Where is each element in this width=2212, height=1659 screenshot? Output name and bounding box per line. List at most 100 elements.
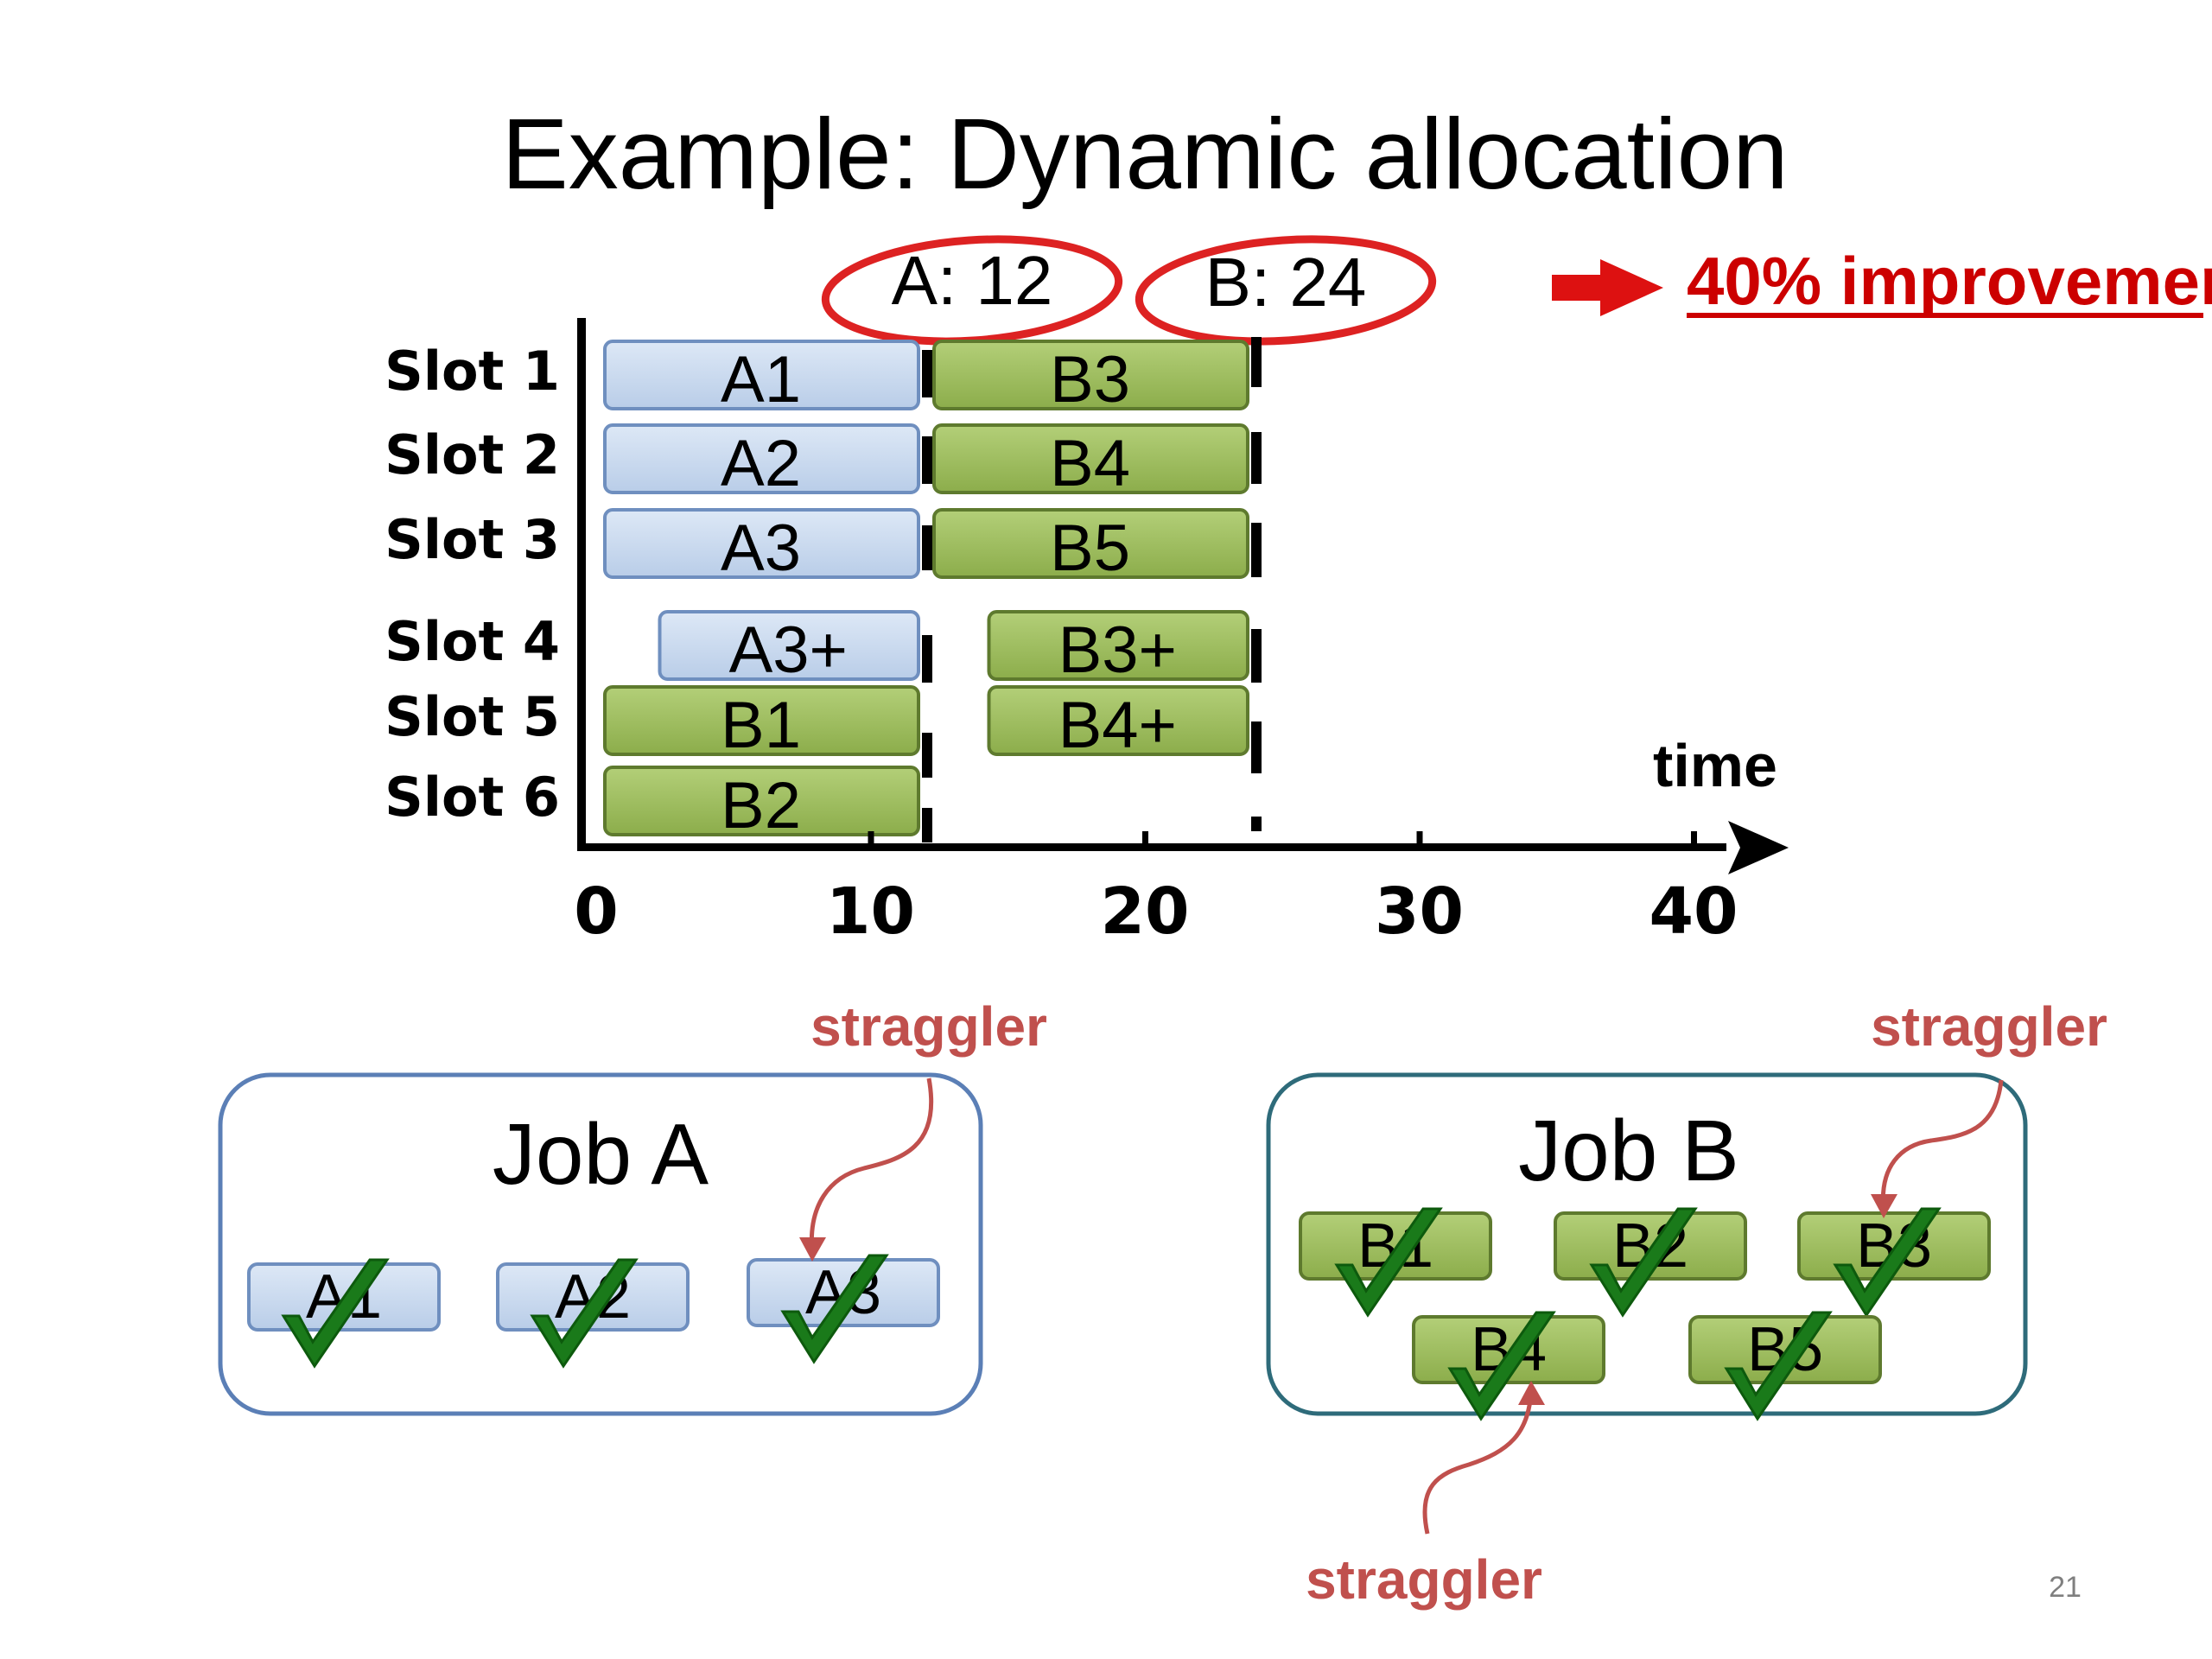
- task-bar-rect: [987, 610, 1249, 681]
- task-bar-rect: [603, 423, 920, 494]
- checkmark-icon: [530, 1258, 639, 1369]
- completion-marker-24-segment: [1251, 817, 1262, 831]
- task-bar-label: B4+: [1058, 689, 1177, 762]
- task-bar-rect: [603, 508, 920, 579]
- completion-marker-12-segment: [922, 733, 932, 778]
- task-bar-label: A2: [721, 427, 801, 500]
- task-bar-rect: [932, 340, 1249, 410]
- slot-label-1: Slot 1: [385, 340, 560, 403]
- job-a-task-a1: A1: [247, 1258, 441, 1369]
- task-bar-b3-plus: B3+: [987, 610, 1249, 687]
- completion-marker-12-segment: [922, 808, 932, 842]
- improvement-label: 40% improvement: [1687, 243, 2212, 319]
- job-b-task-b5: B5: [1688, 1311, 1882, 1421]
- task-bar-label: A1: [721, 343, 801, 416]
- x-tick-label-0: 0: [574, 874, 619, 949]
- highlight-ellipse-b: [1135, 235, 1437, 346]
- straggler-arrow-a: [809, 1077, 934, 1254]
- job-a-finish-label: A: 12: [892, 242, 1053, 319]
- job-b-task-b4-rect: [1412, 1315, 1605, 1384]
- slot-label-5: Slot 5: [385, 685, 560, 748]
- job-b-task-b2: B2: [1554, 1207, 1747, 1318]
- completion-summary: A: 12 B: 24 40% improvement: [821, 235, 2212, 346]
- job-b-task-b3: B3: [1797, 1207, 1991, 1318]
- improvement-underline: [1687, 313, 2203, 318]
- straggler-annotation-b-top: straggler: [1871, 995, 2107, 1218]
- task-bar-rect: [658, 610, 920, 681]
- job-b-title: Job B: [1518, 1103, 1739, 1199]
- straggler-arrow-b-bottom: [1422, 1389, 1534, 1535]
- completion-marker-12-segment: [922, 635, 932, 683]
- job-b-task-b1: B1: [1299, 1207, 1492, 1318]
- task-bar-rect: [932, 423, 1249, 494]
- checkmark-icon: [281, 1258, 390, 1369]
- page-number: 21: [2049, 1571, 2082, 1604]
- slot-label-2: Slot 2: [385, 423, 560, 486]
- checkmark-icon: [1589, 1207, 1698, 1318]
- x-tick-mark: [1142, 831, 1148, 847]
- checkmark-icon: [1724, 1311, 1833, 1421]
- task-bar-rect: [932, 508, 1249, 579]
- slot-label-4: Slot 4: [385, 610, 560, 673]
- task-bar-rect: [603, 766, 920, 836]
- straggler-annotation-a: straggler: [799, 995, 1047, 1262]
- x-tick-mark: [868, 831, 874, 847]
- straggler-label-b-bottom: straggler: [1306, 1548, 1542, 1611]
- task-bar-rect: [603, 685, 920, 756]
- task-bar-label: B2: [721, 769, 801, 842]
- task-bar-label: B5: [1050, 512, 1130, 585]
- straggler-arrow-b-top: [1880, 1079, 2004, 1211]
- job-a-panel: Job A A1 A2 A3: [218, 1072, 983, 1416]
- job-b-finish-label: B: 24: [1205, 244, 1367, 321]
- task-bar-b2: B2: [603, 766, 920, 842]
- task-bar-rect: [603, 340, 920, 410]
- task-bar-a3-plus: A3+: [658, 610, 920, 687]
- task-bar-b4-plus: B4+: [987, 685, 1249, 762]
- straggler-label-b-top: straggler: [1871, 995, 2107, 1058]
- straggler-annotation-b-bottom: straggler: [1306, 1381, 1545, 1611]
- task-bar-label: A3: [721, 512, 801, 585]
- checkmark-icon: [1334, 1207, 1443, 1318]
- slide-title: Example: Dynamic allocation: [501, 98, 1788, 210]
- completion-marker-12-segment: [922, 436, 932, 484]
- completion-marker-12-segment: [922, 350, 932, 397]
- checkmark-icon: [1447, 1311, 1556, 1421]
- completion-markers: [922, 337, 1262, 842]
- job-a-task-a3: A3: [747, 1254, 940, 1364]
- task-bar-a2: A2: [603, 423, 920, 500]
- task-bar-label: B3+: [1058, 613, 1177, 687]
- y-axis-line: [577, 318, 586, 847]
- task-bar-a3: A3: [603, 508, 920, 585]
- completion-marker-12-segment: [922, 525, 932, 570]
- task-bar-label: A3+: [729, 613, 848, 687]
- task-bar-b5: B5: [932, 508, 1249, 585]
- task-bar-b3: B3: [932, 340, 1249, 416]
- task-bar-b1: B1: [603, 685, 920, 762]
- x-axis-arrowhead: [1728, 821, 1789, 874]
- task-bar-a1: A1: [603, 340, 920, 416]
- x-tick-mark: [1416, 831, 1423, 847]
- job-a-title: Job A: [493, 1106, 709, 1203]
- x-tick-label-10: 10: [826, 874, 915, 949]
- job-b-task-b4: B4: [1412, 1311, 1605, 1421]
- completion-marker-24-segment: [1251, 523, 1262, 577]
- job-b-task-b5-rect: [1688, 1315, 1882, 1384]
- completion-marker-24-segment: [1251, 629, 1262, 683]
- x-tick-label-20: 20: [1101, 874, 1190, 949]
- task-bar-label: B4: [1050, 427, 1130, 500]
- slot-label-6: Slot 6: [385, 766, 560, 829]
- x-tick-label-40: 40: [1649, 874, 1738, 949]
- task-bar-label: B1: [721, 689, 801, 762]
- task-bar-label: B3: [1050, 343, 1130, 416]
- x-axis-title: time: [1653, 732, 1777, 799]
- task-bar-rect: [987, 685, 1249, 756]
- x-axis-line: [577, 843, 1726, 851]
- job-a-task-a2: A2: [496, 1258, 690, 1369]
- task-bar-b4: B4: [932, 423, 1249, 500]
